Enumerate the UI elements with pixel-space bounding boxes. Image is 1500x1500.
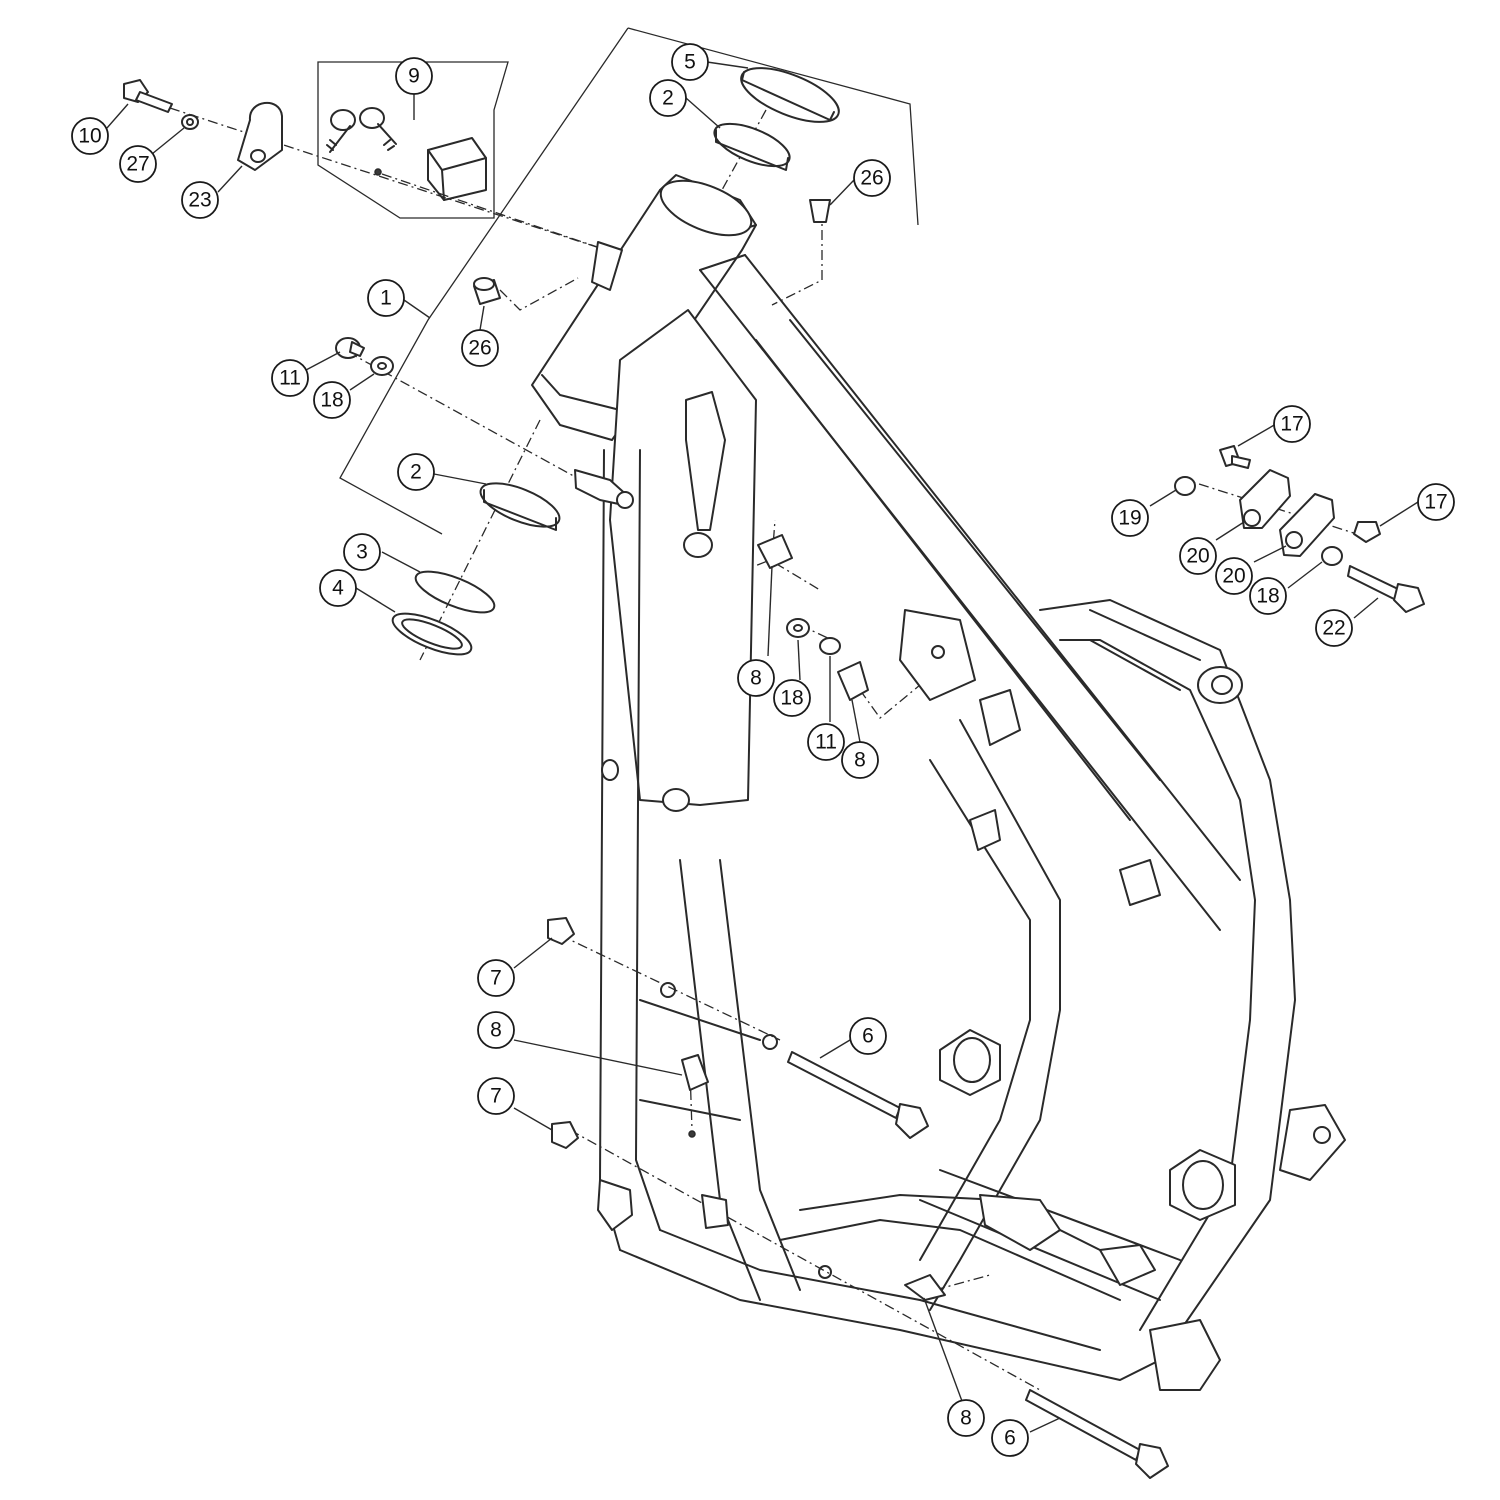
callout-label: 18 [1256, 585, 1279, 608]
callout-label: 20 [1222, 565, 1245, 588]
callout-label: 26 [860, 167, 883, 190]
callout-label: 19 [1118, 507, 1141, 530]
callout-1: 1 [367, 279, 405, 317]
callout-27: 27 [119, 145, 157, 183]
bolt-11-top [335, 337, 394, 376]
callout-19: 19 [1111, 499, 1149, 537]
callout-label: 23 [188, 189, 211, 212]
callout-label: 8 [960, 1407, 972, 1430]
callout-label: 7 [490, 1085, 502, 1108]
bolt-10 [123, 79, 173, 113]
frame-group-outline [339, 27, 919, 535]
callout-5: 5 [671, 43, 709, 81]
key-set-box [317, 61, 509, 219]
callout-11-mid: 11 [807, 723, 845, 761]
callout-6-bottom: 6 [991, 1419, 1029, 1457]
callout-label: 5 [684, 51, 696, 74]
callout-26-top: 26 [853, 159, 891, 197]
callout-label: 2 [410, 461, 422, 484]
callout-11-top: 11 [271, 359, 309, 397]
callout-label: 9 [408, 65, 420, 88]
callout-2-bottom: 2 [397, 453, 435, 491]
linkage-17-22 [1174, 445, 1425, 613]
clamp-23 [237, 101, 283, 171]
callout-label: 3 [356, 541, 368, 564]
callout-18-top: 18 [313, 381, 351, 419]
callout-label: 8 [750, 667, 762, 690]
callout-10: 10 [71, 117, 109, 155]
nut-7 [547, 917, 579, 1149]
callout-label: 18 [320, 389, 343, 412]
callout-7-bottom: 7 [477, 1077, 515, 1115]
callout-8-upper: 8 [737, 659, 775, 697]
callout-label: 17 [1280, 413, 1303, 436]
callout-label: 10 [78, 125, 101, 148]
callout-label: 6 [1004, 1427, 1016, 1450]
motorcycle-frame [531, 174, 1346, 1391]
callout-label: 11 [815, 731, 837, 754]
callout-label: 20 [1186, 545, 1209, 568]
key-icon [326, 107, 397, 153]
callout-8-lower: 8 [477, 1011, 515, 1049]
callout-label: 4 [332, 577, 344, 600]
callout-20-left: 20 [1179, 537, 1217, 575]
callout-label: 6 [862, 1025, 874, 1048]
callout-8-bottom: 8 [947, 1399, 985, 1437]
callout-18-right: 18 [1249, 577, 1287, 615]
callout-4: 4 [319, 569, 357, 607]
callout-8-right: 8 [841, 741, 879, 779]
callout-26-left: 26 [461, 329, 499, 367]
callout-22: 22 [1315, 609, 1353, 647]
callout-20-right: 20 [1215, 557, 1253, 595]
callout-label: 7 [490, 967, 502, 990]
callout-2-top: 2 [649, 79, 687, 117]
steering-bearing-bottom [391, 482, 561, 656]
steering-bearing-top [713, 67, 840, 171]
lock-cylinder-icon [427, 137, 487, 201]
callout-label: 2 [662, 87, 674, 110]
callout-18-mid: 18 [773, 679, 811, 717]
callout-label: 18 [780, 687, 803, 710]
bolt-6 [787, 1051, 1169, 1479]
callout-7-top: 7 [477, 959, 515, 997]
callout-17-right: 17 [1417, 483, 1455, 521]
bolt-11-mid [786, 618, 841, 655]
callout-23: 23 [181, 181, 219, 219]
callout-label: 8 [854, 749, 866, 772]
washer-27 [181, 114, 199, 130]
leader-lines [106, 61, 1419, 1433]
bushing-26 [473, 199, 831, 305]
callout-label: 27 [126, 153, 149, 176]
callout-label: 8 [490, 1019, 502, 1042]
callout-label: 17 [1424, 491, 1447, 514]
callout-6-mid: 6 [849, 1017, 887, 1055]
callout-label: 22 [1322, 617, 1345, 640]
callout-3: 3 [343, 533, 381, 571]
callout-17-top: 17 [1273, 405, 1311, 443]
callout-label: 11 [279, 367, 301, 390]
callout-label: 1 [380, 287, 392, 310]
callout-9: 9 [395, 57, 433, 95]
callout-label: 26 [468, 337, 491, 360]
